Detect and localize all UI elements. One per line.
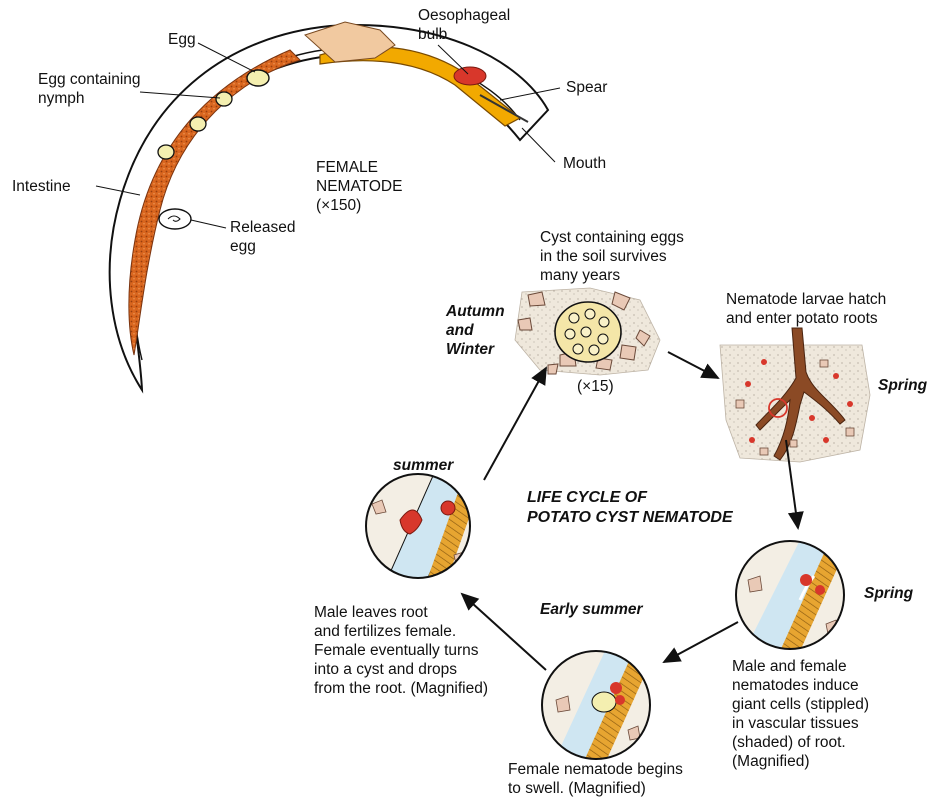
spring1-season-label: Spring <box>878 376 927 395</box>
released-egg-shape <box>159 209 191 229</box>
early-summer-season-label: Early summer <box>540 600 643 619</box>
spring2-season-label: Spring <box>864 584 913 603</box>
spring-root-scene <box>720 328 870 462</box>
spring2-caption: Male and female nematodes induce giant c… <box>732 657 869 771</box>
label-egg: Egg <box>168 30 196 49</box>
summer-caption: Male leaves root and fertilizes female. … <box>314 603 488 698</box>
oesophageal-bulb-shape <box>454 67 486 85</box>
label-released-egg: Released egg <box>230 218 296 256</box>
intestine <box>129 50 300 355</box>
egg-shape <box>247 70 269 86</box>
spring1-caption: Nematode larvae hatch and enter potato r… <box>726 290 886 328</box>
label-egg-nymph: Egg containing nymph <box>38 70 141 108</box>
label-oesophageal-bulb: Oesophageal bulb <box>418 6 510 44</box>
arrow-spring-to-early-summer <box>664 622 738 662</box>
cycle-title: LIFE CYCLE OF POTATO CYST NEMATODE <box>527 488 733 528</box>
label-female-nematode: FEMALE NEMATODE (×150) <box>316 158 402 215</box>
arrow-autumn-to-spring <box>668 352 718 378</box>
autumn-season-label: Autumn and Winter <box>446 302 505 359</box>
autumn-caption: Cyst containing eggs in the soil survive… <box>540 228 684 285</box>
early-summer-caption: Female nematode begins to swell. (Magnif… <box>508 760 683 798</box>
autumn-magnification: (×15) <box>577 377 614 396</box>
arrow-summer-to-autumn <box>484 368 546 480</box>
early-summer-circle <box>540 640 660 770</box>
autumn-cyst-scene <box>515 288 660 375</box>
label-intestine: Intestine <box>12 177 71 196</box>
spring-circle <box>730 530 850 660</box>
label-spear: Spear <box>566 78 607 97</box>
label-mouth: Mouth <box>563 154 606 173</box>
summer-circle <box>360 460 486 600</box>
summer-season-label: summer <box>393 456 453 475</box>
